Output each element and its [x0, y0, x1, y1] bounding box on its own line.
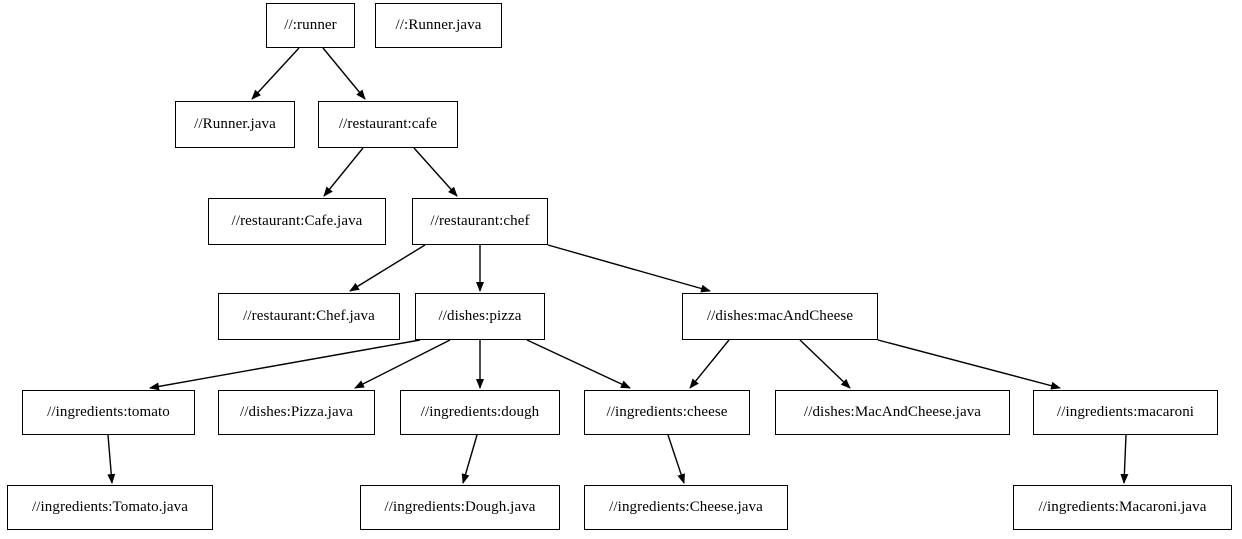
graph-node-label: //ingredients:dough [420, 404, 540, 420]
graph-node-label: //ingredients:Cheese.java [609, 499, 763, 515]
graph-node-label: //dishes:pizza [438, 308, 522, 324]
graph-node-label: //ingredients:Macaroni.java [1038, 499, 1207, 515]
graph-node-label: //ingredients:Tomato.java [32, 499, 188, 515]
graph-node-label: //:Runner.java [395, 17, 482, 33]
graph-node-dishes_mac_java[interactable]: //dishes:MacAndCheese.java [775, 390, 1010, 435]
graph-node-label: //restaurant:Chef.java [243, 308, 375, 324]
graph-node-ingredients_cheese[interactable]: //ingredients:cheese [584, 390, 750, 435]
graph-node-label: //restaurant:cafe [338, 116, 438, 132]
graph-node-dishes_pizza[interactable]: //dishes:pizza [415, 293, 545, 340]
graph-node-label: //Runner.java [194, 116, 276, 132]
graph-node-dishes_macandcheese[interactable]: //dishes:macAndCheese [682, 293, 878, 340]
graph-node-ingredients_cheese_java[interactable]: //ingredients:Cheese.java [584, 485, 788, 530]
graph-node-label: //:runner [284, 17, 337, 33]
graph-node-ingredients_dough_java[interactable]: //ingredients:Dough.java [360, 485, 560, 530]
graph-node-ingredients_dough[interactable]: //ingredients:dough [400, 390, 560, 435]
graph-node-dishes_pizza_java[interactable]: //dishes:Pizza.java [218, 390, 375, 435]
graph-node-label: //dishes:Pizza.java [239, 404, 354, 420]
graph-node-ingredients_macaroni[interactable]: //ingredients:macaroni [1033, 390, 1218, 435]
graph-node-label: //ingredients:tomato [47, 404, 170, 420]
graph-node-runner_java[interactable]: //Runner.java [175, 101, 295, 148]
graph-node-label: //dishes:macAndCheese [706, 308, 854, 324]
graph-node-restaurant_chef[interactable]: //restaurant:chef [412, 198, 548, 245]
graph-node-restaurant_chef_java[interactable]: //restaurant:Chef.java [218, 293, 400, 340]
graph-node-runner[interactable]: //:runner [266, 3, 355, 48]
graph-node-ingredients_macaroni_java[interactable]: //ingredients:Macaroni.java [1013, 485, 1232, 530]
graph-node-label: //restaurant:chef [430, 213, 530, 229]
graph-node-restaurant_cafe_java[interactable]: //restaurant:Cafe.java [208, 198, 386, 245]
graph-node-label: //ingredients:macaroni [1056, 404, 1195, 420]
graph-node-restaurant_cafe[interactable]: //restaurant:cafe [318, 101, 458, 148]
graph-node-ingredients_tomato_java[interactable]: //ingredients:Tomato.java [7, 485, 213, 530]
graph-node-label: //ingredients:Dough.java [384, 499, 536, 515]
graph-node-label: //ingredients:cheese [606, 404, 728, 420]
graph-node-ingredients_tomato[interactable]: //ingredients:tomato [22, 390, 195, 435]
graph-node-label: //restaurant:Cafe.java [231, 213, 363, 229]
graph-node-label: //dishes:MacAndCheese.java [803, 404, 982, 420]
graph-node-root_runner_java[interactable]: //:Runner.java [375, 3, 502, 48]
